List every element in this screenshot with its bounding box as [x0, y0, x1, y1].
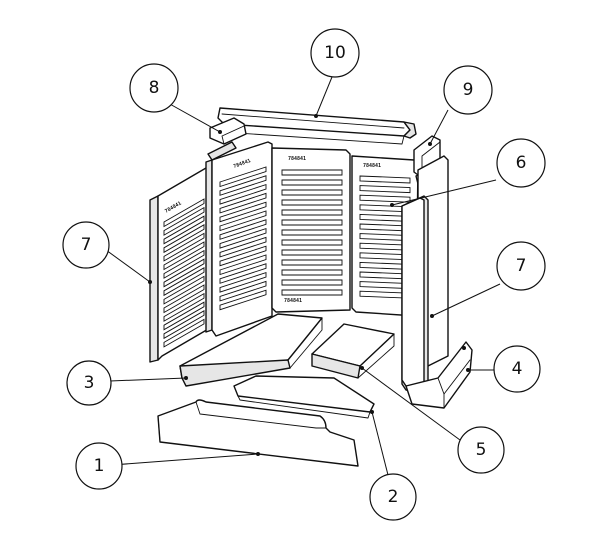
- panel-code-lrear: 784841: [233, 158, 252, 170]
- panel-slot: [219, 166, 267, 188]
- svg-text:3: 3: [84, 373, 95, 393]
- svg-text:5: 5: [476, 440, 487, 460]
- panel-slot: [359, 185, 411, 194]
- panel-slot: [219, 201, 267, 223]
- callout-9: 9: [443, 65, 493, 115]
- panel-slot: [281, 249, 343, 256]
- panel-slot: [219, 175, 267, 196]
- part-4-right-base: [405, 341, 473, 409]
- panel-slot: [281, 279, 343, 286]
- part-5-right-floor-brick: [311, 323, 395, 379]
- svg-text:1: 1: [94, 456, 105, 476]
- panel-slot: [281, 239, 343, 246]
- panel-slot: [163, 318, 205, 348]
- panel-slot: [163, 310, 205, 340]
- panel-slot: [163, 198, 205, 228]
- panel-slot: [219, 263, 267, 284]
- callout-4: 4: [493, 345, 541, 393]
- back-center-panel: [271, 147, 351, 313]
- leader-lines: [98, 76, 501, 476]
- panel-slot: [163, 284, 205, 314]
- panel-slot: [281, 259, 343, 266]
- panel-slot: [281, 209, 343, 216]
- panel-slot: [163, 267, 205, 297]
- panel-code-back: 784841: [288, 156, 306, 162]
- panel-slot: [281, 169, 343, 176]
- svg-text:9: 9: [463, 80, 474, 100]
- left-panel-slots: [163, 198, 205, 348]
- svg-text:2: 2: [388, 487, 399, 507]
- callout-10: 10: [310, 28, 360, 78]
- panel-slot: [163, 215, 205, 245]
- panel-slot: [163, 224, 205, 254]
- panel-slot: [163, 206, 205, 236]
- callout-6: 6: [496, 138, 546, 188]
- panel-slot: [163, 301, 205, 331]
- part-7-left-side-panel: [149, 167, 211, 363]
- left-rear-panel-slots: [219, 166, 267, 311]
- panel-slot: [163, 258, 205, 288]
- part-7-right-side-panel: [401, 155, 449, 397]
- panel-slot: [219, 289, 267, 311]
- svg-text:4: 4: [512, 359, 523, 379]
- panel-slot: [281, 189, 343, 196]
- part-10-top-baffle: [217, 107, 417, 145]
- svg-text:10: 10: [324, 43, 346, 63]
- svg-text:7: 7: [81, 235, 92, 255]
- panel-slot: [219, 280, 267, 302]
- panel-slot: [281, 199, 343, 206]
- panel-slot: [163, 232, 205, 262]
- right-rear-panel-slots: [359, 175, 411, 299]
- svg-text:6: 6: [516, 153, 527, 173]
- callout-7-left: 7: [62, 221, 110, 269]
- part-1-front-lip: [157, 399, 359, 467]
- panel-code-rrear: 784841: [363, 163, 381, 169]
- panel-slot: [219, 245, 267, 267]
- panel-slot: [359, 175, 411, 184]
- panel-slot: [281, 219, 343, 226]
- panel-slot: [219, 192, 267, 214]
- left-rear-panel: [205, 141, 273, 337]
- callout-7-right: 7: [496, 241, 546, 291]
- callout-8: 8: [129, 63, 179, 113]
- panel-slot: [219, 210, 267, 232]
- callout-5: 5: [457, 426, 505, 474]
- callout-2: 2: [369, 473, 417, 521]
- panel-slot: [219, 271, 267, 293]
- part-2-front-plate: [233, 375, 375, 419]
- panel-slot: [281, 289, 343, 296]
- svg-text:7: 7: [516, 256, 527, 276]
- callout-3: 3: [66, 360, 112, 406]
- panel-slot: [163, 292, 205, 322]
- back-panel-slots: [281, 169, 343, 296]
- panel-code-back-bottom: 784841: [284, 298, 302, 304]
- panel-slot: [163, 249, 205, 279]
- panel-slot: [219, 236, 267, 258]
- panel-slot: [281, 179, 343, 186]
- callout-1: 1: [75, 442, 123, 490]
- panel-slot: [163, 241, 205, 271]
- panel-slot: [219, 219, 267, 240]
- panel-slot: [163, 275, 205, 305]
- panel-slot: [219, 227, 267, 249]
- svg-text:8: 8: [149, 78, 160, 98]
- panel-slot: [281, 269, 343, 276]
- part-3-left-floor-brick: [179, 313, 323, 387]
- panel-slot: [219, 183, 267, 205]
- panel-slot: [281, 229, 343, 236]
- part-8-left-bracket: [207, 117, 247, 161]
- panel-slot: [219, 254, 267, 276]
